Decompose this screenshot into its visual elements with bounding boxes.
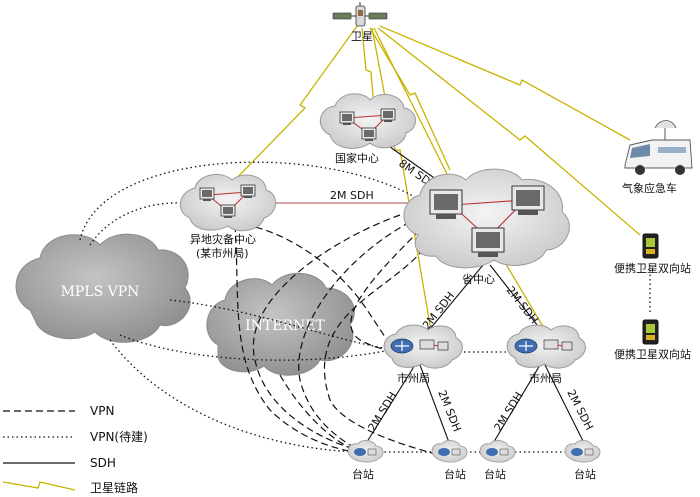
computer-icon	[339, 111, 355, 125]
label-2m-sdh-st1: 2M SDH	[366, 390, 400, 434]
router-icon	[571, 448, 583, 456]
sat-link-backup	[229, 21, 361, 186]
mpls-vpn-label: MPLS VPN	[61, 284, 140, 300]
sdh-city-left-station-1	[364, 364, 416, 446]
vpn-province-station-1b	[298, 221, 411, 453]
station-2	[431, 440, 468, 463]
backup-center-cloud	[180, 173, 276, 232]
city-bureau-right-cloud	[506, 324, 586, 369]
sdh-province-city-right	[489, 264, 546, 336]
computer-icon	[511, 185, 545, 215]
province-center-computers	[429, 185, 545, 257]
satellite-label: 卫星	[351, 30, 373, 43]
switch-icon	[451, 448, 461, 456]
backup-center-computers	[199, 184, 256, 218]
sat-link-portable	[377, 27, 641, 236]
label-2m-sdh-prov-right: 2M SDH	[504, 284, 541, 326]
station-1-label: 台站	[352, 467, 374, 481]
satellite-icon	[332, 2, 388, 27]
national-center-computers	[339, 108, 396, 141]
vpn-planned-mpls-backup	[89, 202, 201, 246]
router-icon	[390, 338, 414, 354]
legend-item-satellite-link: 卫星链路	[2, 480, 138, 495]
computer-icon	[380, 108, 396, 122]
sat-link-national	[361, 27, 375, 109]
emergency-vehicle-label: 气象应急车	[622, 181, 677, 195]
city-bureau-right-label: 市州局	[529, 371, 562, 385]
computer-icon	[471, 227, 505, 257]
internet-label: INTERNET	[245, 318, 325, 334]
vpn-province-city	[350, 229, 421, 351]
label-2m-sdh-st4: 2M SDH	[564, 387, 595, 432]
vpn-internet-station	[279, 374, 356, 451]
station-3	[479, 440, 516, 463]
portable-station-2-icon	[642, 319, 659, 345]
legend-label-vpn-planned: VPN(待建)	[90, 430, 148, 444]
backup-center-label-2: (某市州局)	[196, 246, 249, 260]
computer-icon	[240, 184, 256, 198]
city-bureau-left-cloud	[383, 324, 463, 369]
sdh-province-city-left	[424, 264, 484, 336]
portable-station-2-label: 便携卫星双向站	[614, 347, 691, 361]
legend-label-vpn: VPN	[90, 404, 114, 418]
emergency-vehicle-icon	[624, 120, 693, 175]
station-1	[347, 440, 384, 463]
vpn-province-station-1	[252, 214, 401, 451]
sdh-city-left-station-2	[419, 364, 451, 446]
router-icon	[486, 448, 498, 456]
sat-link-city-left	[371, 27, 431, 326]
sdh-city-right-station-3	[491, 364, 541, 446]
legend: VPN VPN(待建) SDH 卫星链路	[2, 404, 148, 495]
vpn-planned-mpls-province	[79, 161, 421, 241]
router-icon	[438, 448, 450, 456]
label-2m-sdh-st3: 2M SDH	[492, 390, 526, 434]
vpn-planned-mpls-city	[119, 334, 401, 361]
switch-icon	[419, 339, 449, 351]
router-icon	[514, 338, 538, 354]
national-center-label: 国家中心	[335, 151, 379, 165]
router-icon	[354, 448, 366, 456]
backup-center-label-1: 异地灾备中心	[190, 232, 256, 246]
vpn-province-station-2	[323, 239, 441, 456]
switch-icon	[584, 448, 594, 456]
sat-link-vehicle	[379, 25, 631, 141]
label-2m-sdh-backup: 2M SDH	[330, 189, 374, 202]
national-center-cloud	[320, 93, 416, 149]
station-3-label: 台站	[484, 467, 506, 481]
mpls-vpn-cloud: MPLS VPN	[15, 233, 191, 343]
station-4	[564, 440, 601, 463]
computer-icon	[361, 127, 377, 141]
legend-item-sdh: SDH	[3, 456, 116, 470]
legend-label-satellite-link: 卫星链路	[90, 480, 138, 495]
computer-icon	[220, 204, 236, 218]
switch-icon	[367, 448, 377, 456]
vpn-lines	[234, 214, 441, 456]
internet-cloud: INTERNET	[206, 272, 355, 376]
legend-label-sdh: SDH	[90, 456, 116, 470]
label-2m-sdh-st2: 2M SDH	[435, 388, 463, 433]
computer-icon	[429, 189, 463, 219]
station-2-label: 台站	[444, 467, 466, 481]
province-center-label: 省中心	[462, 273, 495, 286]
city-bureau-left-label: 市州局	[397, 371, 430, 385]
sat-link-province	[369, 27, 451, 171]
switch-icon	[499, 448, 509, 456]
portable-station-1-icon	[642, 233, 659, 259]
legend-item-vpn: VPN	[3, 404, 114, 418]
station-4-label: 台站	[574, 467, 596, 481]
vpn-backup-city	[244, 224, 396, 349]
legend-item-vpn-planned: VPN(待建)	[3, 430, 148, 444]
sdh-city-right-station-4	[544, 364, 586, 446]
computer-icon	[199, 187, 215, 201]
switch-icon	[543, 339, 573, 351]
portable-station-1-label: 便携卫星双向站	[614, 261, 691, 275]
